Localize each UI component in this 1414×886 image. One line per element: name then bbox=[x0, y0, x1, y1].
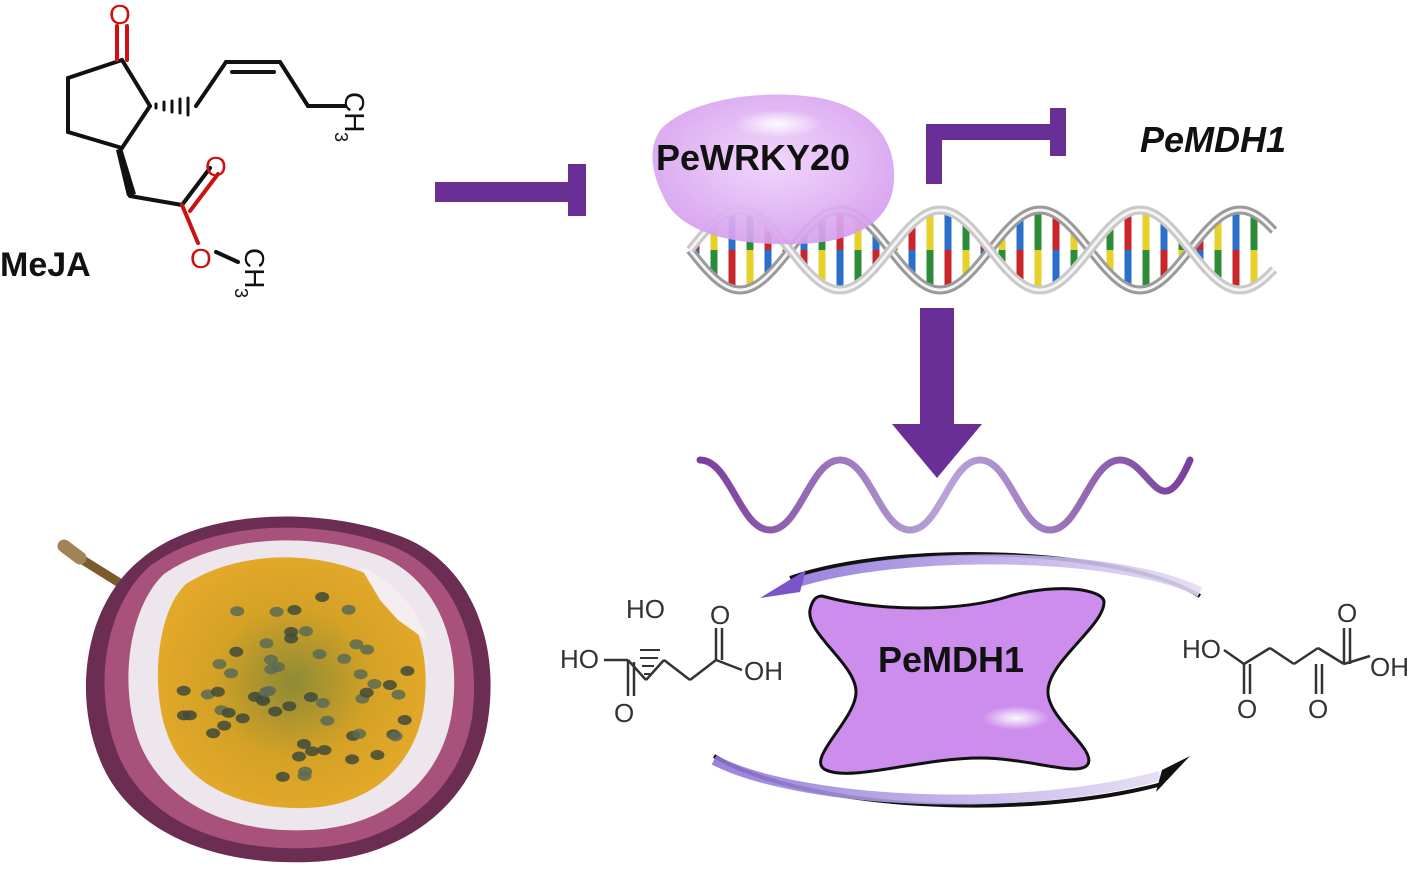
fruit-seed bbox=[176, 710, 191, 721]
mrna-wave-icon bbox=[696, 456, 1194, 534]
fruit-seed bbox=[292, 751, 306, 762]
transcription-arrow bbox=[892, 308, 982, 478]
fruit-seed bbox=[349, 639, 364, 650]
pemdh1-enzyme-label: PeMDH1 bbox=[878, 639, 1024, 680]
fruit-seed bbox=[337, 653, 352, 664]
malate-o-top: O bbox=[710, 600, 730, 630]
oxaloacetate-oh-right: OH bbox=[1370, 652, 1409, 682]
cycle-arrow-top bbox=[760, 552, 1203, 598]
fruit-seed bbox=[352, 728, 367, 739]
fruit-seeds bbox=[176, 592, 415, 782]
fruit-seed bbox=[235, 713, 250, 724]
malate-structure: HO HO O O OH bbox=[560, 594, 783, 728]
fruit-seed bbox=[268, 706, 283, 717]
pewrky20-protein: PeWRKY20 bbox=[652, 94, 895, 245]
fruit-seed bbox=[382, 680, 397, 690]
meja-structure bbox=[66, 24, 347, 264]
fruit-seed bbox=[275, 771, 290, 782]
fruit-seed bbox=[224, 668, 239, 679]
malate-ho-left: HO bbox=[560, 644, 599, 674]
fruit-seed bbox=[400, 666, 415, 676]
fruit-seed bbox=[360, 644, 375, 655]
fruit-seed bbox=[391, 689, 406, 700]
fruit-seed bbox=[248, 691, 262, 702]
fruit-seed bbox=[315, 592, 330, 602]
pewrky20-label: PeWRKY20 bbox=[656, 137, 850, 178]
inhibition-arrow-meja bbox=[435, 164, 586, 216]
fruit-seed bbox=[317, 745, 332, 756]
oxaloacetate-o-bottom-mid: O bbox=[1308, 694, 1328, 724]
fruit-seed bbox=[217, 720, 232, 731]
malate-ho-top: HO bbox=[626, 594, 665, 624]
side-chain-methyl-label: CH bbox=[339, 92, 370, 132]
ester-methyl-label: CH bbox=[239, 248, 270, 288]
fruit-seed bbox=[341, 604, 356, 615]
fruit-seed bbox=[388, 731, 403, 742]
oxaloacetate-o-top: O bbox=[1337, 598, 1357, 628]
dna-helix-icon bbox=[686, 205, 1278, 295]
fruit-seed bbox=[269, 606, 284, 617]
malate-oh-right: OH bbox=[744, 656, 783, 686]
fruit-seed bbox=[345, 754, 360, 765]
side-chain-methyl-subscript: 3 bbox=[331, 132, 351, 142]
fruit-seed bbox=[397, 715, 412, 725]
ester-carbonyl-oxygen-label: O bbox=[205, 151, 227, 182]
ester-oxygen-label: O bbox=[190, 243, 212, 274]
fruit-seed bbox=[312, 649, 327, 660]
fruit-seed bbox=[320, 715, 335, 726]
ester-methyl-subscript: 3 bbox=[231, 288, 251, 298]
fruit-seed bbox=[370, 750, 385, 760]
fruit-seed bbox=[359, 687, 374, 698]
ketone-oxygen-label: O bbox=[109, 0, 131, 30]
fruit-seed bbox=[210, 686, 225, 697]
malate-o-bottom: O bbox=[614, 698, 634, 728]
fruit-seed bbox=[303, 692, 318, 703]
oxaloacetate-ho-left: HO bbox=[1182, 634, 1221, 664]
fruit-seed bbox=[212, 659, 227, 670]
fruit-seed bbox=[305, 746, 320, 757]
pemdh1-enzyme: PeMDH1 bbox=[808, 587, 1106, 775]
fruit-seed bbox=[296, 739, 311, 749]
pemdh1-gene-label: PeMDH1 bbox=[1140, 119, 1286, 160]
fruit-seed bbox=[221, 707, 236, 718]
inhibition-arrow-promoter bbox=[926, 108, 1066, 184]
dna-backbone-highlight bbox=[688, 208, 1276, 292]
oxaloacetate-structure: HO O O O OH bbox=[1182, 598, 1409, 724]
fruit-seed bbox=[259, 686, 274, 697]
fruit-seed bbox=[264, 654, 278, 665]
fruit-seed bbox=[176, 685, 191, 696]
fruit-seed bbox=[297, 770, 312, 781]
fruit-seed bbox=[259, 638, 274, 649]
fruit-seed bbox=[315, 698, 330, 708]
fruit-seed bbox=[353, 669, 368, 680]
fruit-seed bbox=[367, 679, 382, 689]
fruit-seed bbox=[299, 626, 313, 637]
meja-label: MeJA bbox=[0, 246, 91, 284]
fruit-seed bbox=[229, 646, 244, 657]
fruit-seed bbox=[282, 701, 297, 712]
fruit-seed bbox=[206, 728, 221, 739]
oxaloacetate-o-bottom-left: O bbox=[1237, 694, 1257, 724]
cycle-arrow-bottom bbox=[711, 754, 1190, 808]
fruit-seed bbox=[287, 605, 302, 615]
fruit-seed bbox=[264, 664, 279, 675]
fruit-seed bbox=[284, 627, 299, 637]
fruit-seed bbox=[230, 606, 245, 617]
passion-fruit-photo bbox=[57, 516, 491, 863]
